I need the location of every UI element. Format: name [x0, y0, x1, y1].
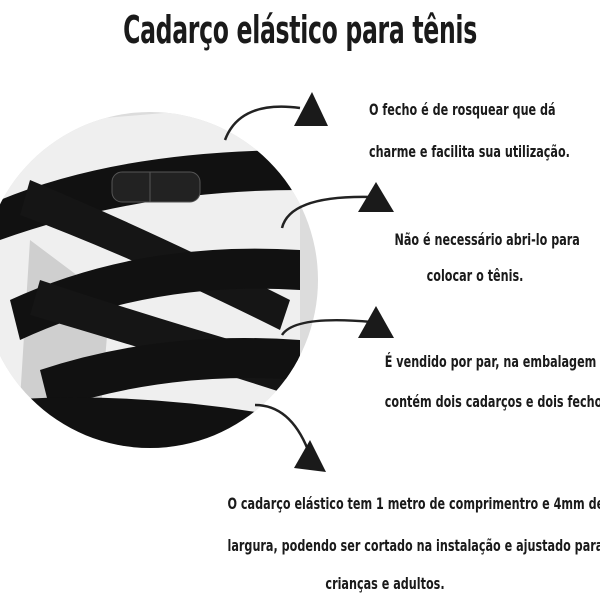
lace-band [0, 397, 300, 448]
feature-4-line-1: O cadarço elástico tem 1 metro de compri… [227, 494, 600, 513]
lace-band [40, 338, 300, 410]
arrowhead-icon [358, 306, 394, 338]
feature-4-line-2: largura, podendo ser cortado na instalaç… [227, 536, 600, 555]
feature-2-line-2: colocar o tênis. [426, 266, 524, 285]
arrowhead-icon [294, 92, 328, 126]
arrowhead-icon [294, 440, 326, 472]
feature-1-line-1: O fecho é de rosquear que dá [369, 100, 556, 119]
feature-3-line-2: contém dois cadarços e dois fechos [384, 392, 600, 411]
lace-band [20, 180, 290, 330]
feature-1-line-2: charme e facilita sua utilização. [369, 142, 570, 161]
page-title: Cadarço elástico para tênis [123, 8, 477, 52]
feature-3-line-1: É vendido por par, na embalagem [384, 352, 597, 371]
lace-lock [111, 171, 201, 203]
feature-2-line-1: Não é necessário abri-lo para [394, 230, 580, 249]
feature-4-line-3: crianças e adultos. [325, 574, 445, 593]
lace-band [10, 248, 300, 340]
arrowhead-icon [358, 182, 394, 212]
